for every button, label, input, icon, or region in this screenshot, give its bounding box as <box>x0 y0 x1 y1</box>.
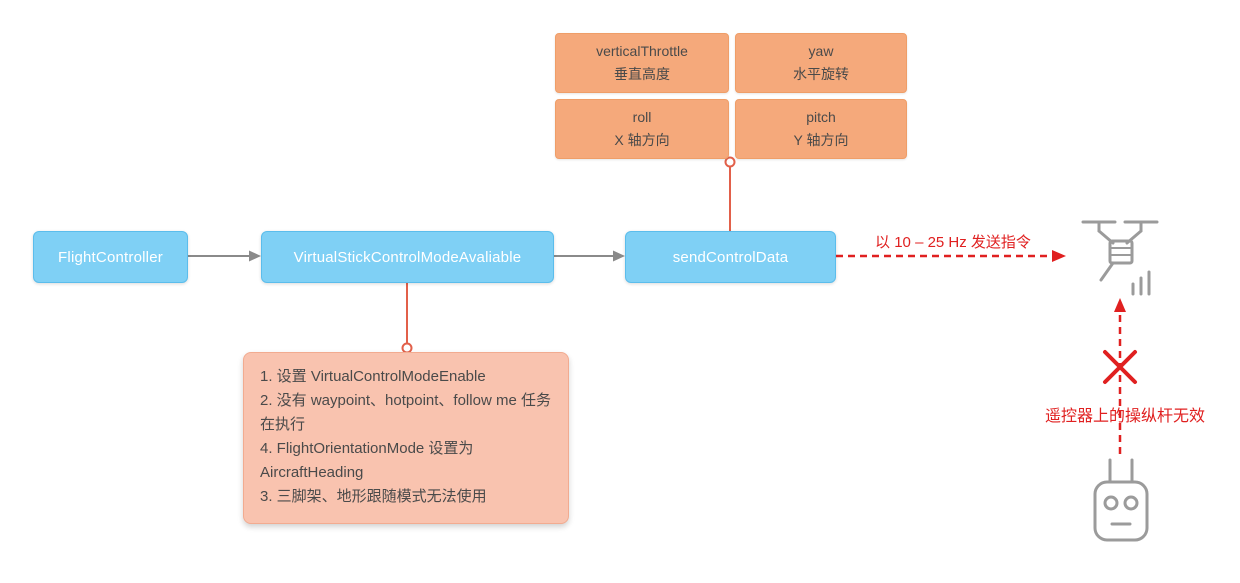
conditions-note: 1. 设置 VirtualControlModeEnable 2. 没有 way… <box>243 352 569 524</box>
param-desc: 垂直高度 <box>614 65 670 82</box>
drone-icon <box>1081 220 1159 296</box>
connector-params-to-send <box>724 156 736 231</box>
connector-virtualstick-to-note <box>401 281 413 354</box>
node-sendcontroldata: sendControlData <box>625 231 836 283</box>
node-virtualstickcontrolmodeavaliable: VirtualStickControlModeAvaliable <box>261 231 554 283</box>
param-name: yaw <box>808 42 834 59</box>
blocked-x-icon <box>1103 350 1137 384</box>
note-line: 1. 设置 VirtualControlModeEnable <box>260 368 486 385</box>
param-desc: Y 轴方向 <box>793 131 849 148</box>
note-line: 4. FlightOrientationMode 设置为 AircraftHea… <box>260 440 474 481</box>
node-label: FlightController <box>58 248 163 266</box>
rc-invalid-label: 遥控器上的操纵杆无效 <box>1044 408 1205 425</box>
param-desc: 水平旋转 <box>793 65 849 82</box>
remote-controller-icon <box>1093 458 1149 542</box>
node-flightcontroller: FlightController <box>33 231 188 283</box>
param-desc: X 轴方向 <box>614 131 670 148</box>
param-name: pitch <box>806 108 836 125</box>
param-box-verticalthrottle: verticalThrottle 垂直高度 <box>555 33 729 93</box>
node-label: VirtualStickControlModeAvaliable <box>293 248 522 266</box>
send-rate-label: 以 10 – 25 Hz 发送指令 <box>875 234 1031 251</box>
arrow-virtualstick-to-send <box>552 250 625 262</box>
node-label: sendControlData <box>672 248 789 266</box>
param-box-yaw: yaw 水平旋转 <box>735 33 907 93</box>
arrow-flight-to-virtualstick <box>186 250 261 262</box>
param-box-pitch: pitch Y 轴方向 <box>735 99 907 159</box>
param-name: roll <box>632 108 652 125</box>
param-name: verticalThrottle <box>596 42 688 59</box>
note-line: 3. 三脚架、地形跟随模式无法使用 <box>260 488 487 505</box>
note-line: 2. 没有 waypoint、hotpoint、follow me 任务在执行 <box>260 392 551 433</box>
param-box-roll: roll X 轴方向 <box>555 99 729 159</box>
arrow-remote-to-drone <box>1114 298 1126 454</box>
